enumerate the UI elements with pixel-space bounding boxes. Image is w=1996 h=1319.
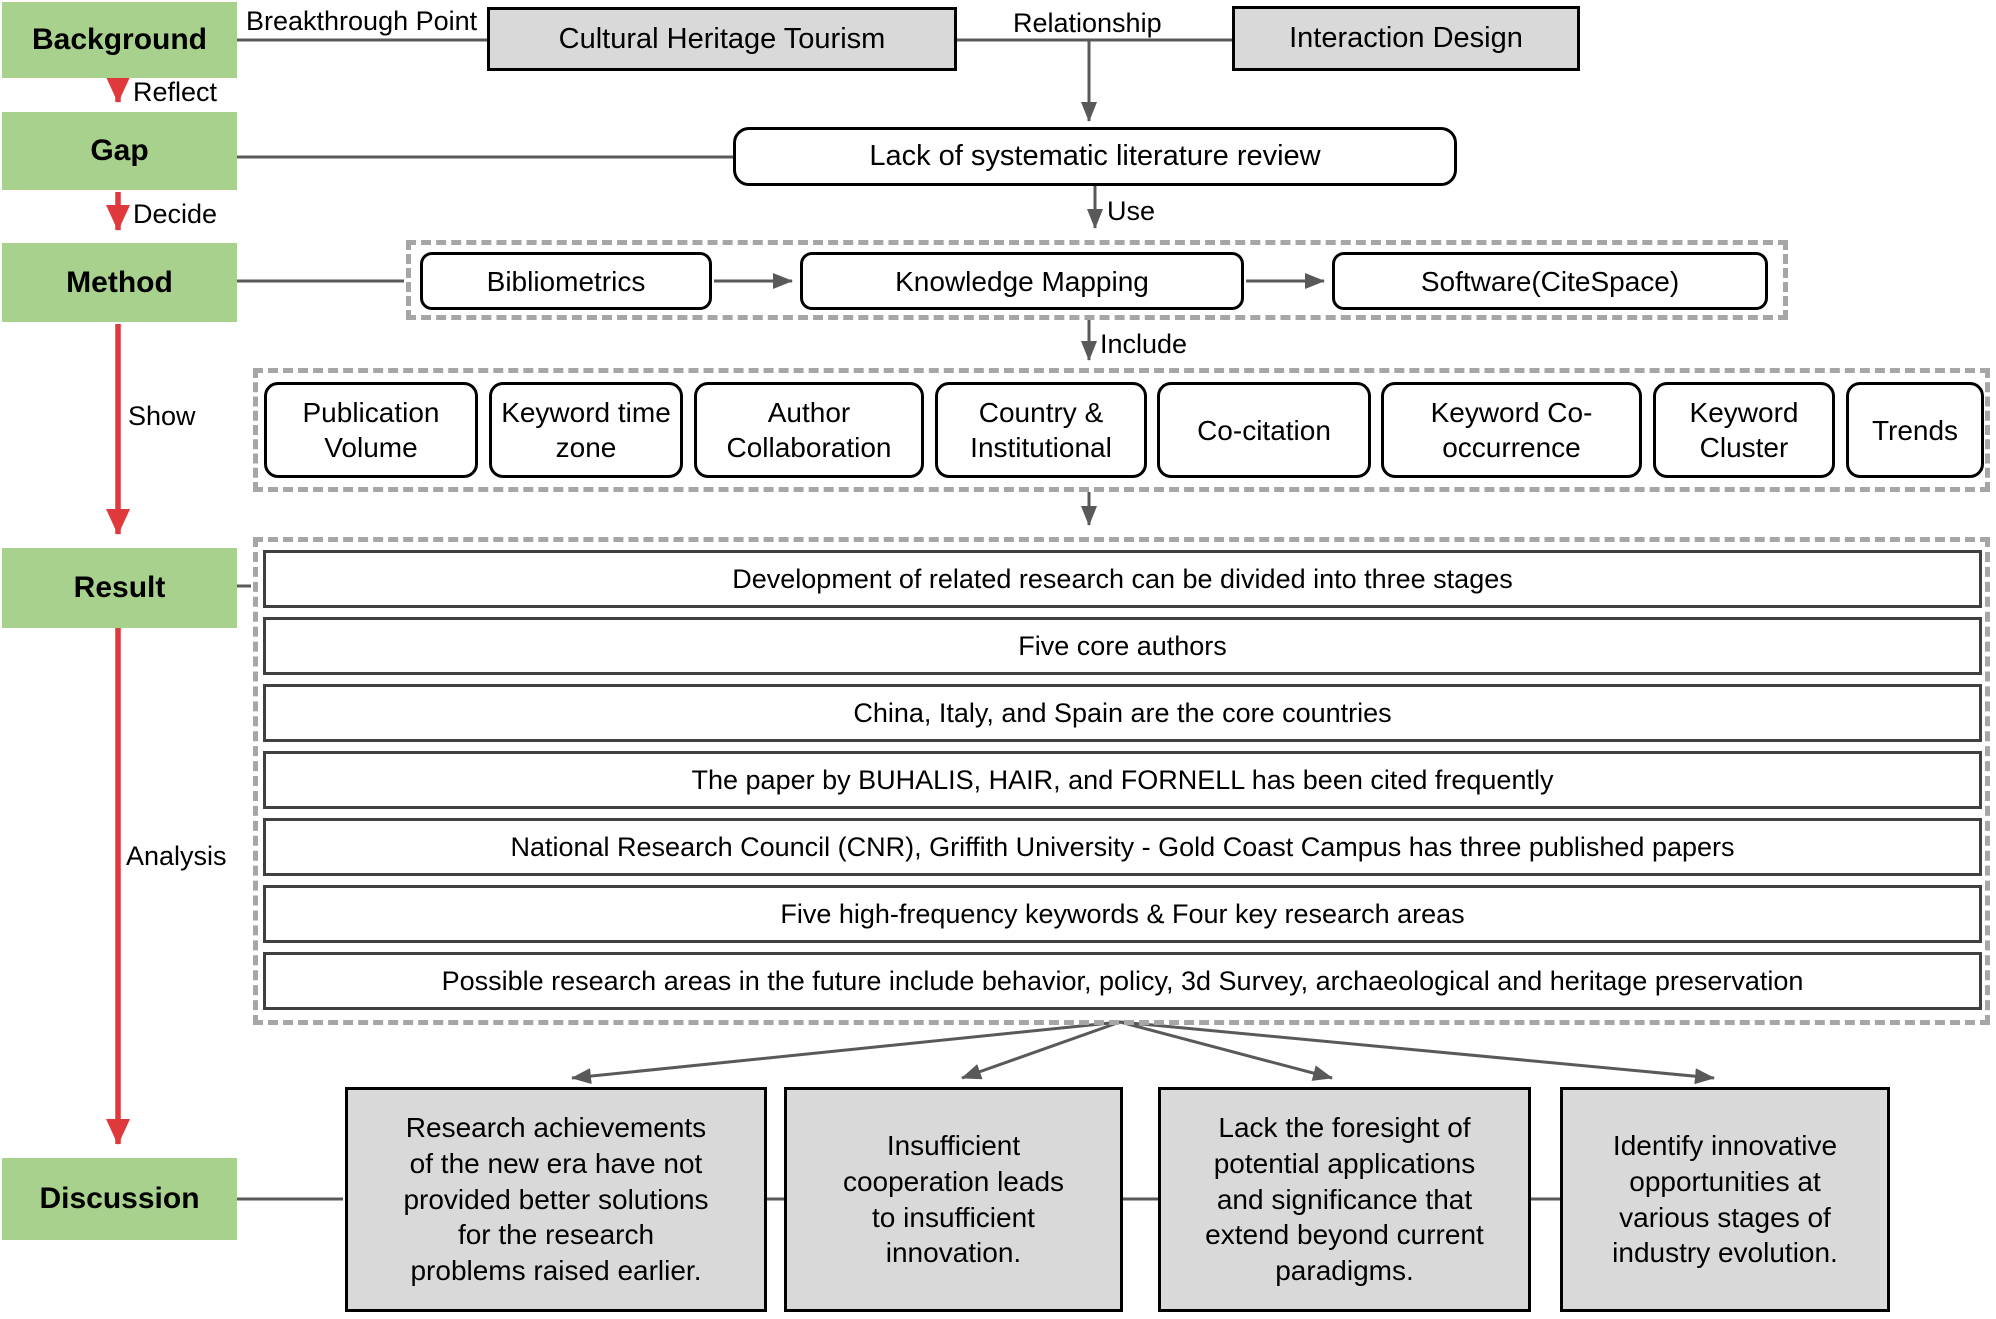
box-keyword-time-zone: Keyword time zone	[489, 382, 683, 478]
label-include: Include	[1100, 329, 1188, 359]
box-cultural-heritage-tourism: Cultural Heritage Tourism	[487, 7, 957, 71]
edge-fan-to-discussion-3	[1119, 1020, 1333, 1081]
stage-result: Result	[2, 548, 237, 628]
label-analysis: Analysis	[126, 841, 227, 871]
box-publication-volume: Publication Volume	[264, 382, 478, 478]
edge-fan-to-discussion-1	[571, 1020, 1121, 1085]
label-decide: Decide	[133, 199, 218, 229]
box-interaction-design: Interaction Design	[1232, 6, 1580, 71]
method-dashed-container	[406, 240, 1788, 320]
result-row-core-authors: Five core authors	[263, 617, 1982, 675]
result-dashed-container	[253, 537, 1990, 1025]
label-breakthrough-point: Breakthrough Point	[246, 6, 478, 36]
result-row-cited-papers: The paper by BUHALIS, HAIR, and FORNELL …	[263, 751, 1982, 809]
discussion-box-lack-foresight: Lack the foresight of potential applicat…	[1158, 1087, 1531, 1312]
result-row-future-areas: Possible research areas in the future in…	[263, 952, 1982, 1010]
edge-fan-to-discussion-4	[1119, 1020, 1715, 1085]
label-use: Use	[1107, 196, 1156, 226]
stage-method: Method	[2, 243, 237, 322]
box-trends: Trends	[1846, 382, 1984, 478]
box-knowledge-mapping: Knowledge Mapping	[800, 252, 1244, 310]
analysis-dashed-container	[253, 368, 1990, 492]
box-software-citespace: Software(CiteSpace)	[1332, 252, 1768, 310]
result-row-institutions: National Research Council (CNR), Griffit…	[263, 818, 1982, 876]
discussion-box-insufficient-cooperation: Insufficient cooperation leads to insuff…	[784, 1087, 1123, 1312]
label-relationship: Relationship	[1013, 8, 1162, 38]
box-keyword-co-occurrence: Keyword Co-occurrence	[1381, 382, 1642, 478]
stage-discussion: Discussion	[2, 1158, 237, 1240]
edge-fan-to-discussion-2	[961, 1020, 1121, 1080]
box-bibliometrics: Bibliometrics	[420, 252, 712, 310]
box-lack-of-review: Lack of systematic literature review	[733, 127, 1457, 186]
stage-gap: Gap	[2, 112, 237, 190]
box-author-collaboration: Author Collaboration	[694, 382, 924, 478]
box-co-citation: Co-citation	[1157, 382, 1371, 478]
discussion-box-research-achievements: Research achievements of the new era hav…	[345, 1087, 767, 1312]
label-show: Show	[128, 401, 196, 431]
stage-background: Background	[2, 2, 237, 78]
label-reflect: Reflect	[133, 77, 218, 107]
box-keyword-cluster: Keyword Cluster	[1653, 382, 1835, 478]
result-row-stages: Development of related research can be d…	[263, 550, 1982, 608]
discussion-box-identify-opportunities: Identify innovative opportunities at var…	[1560, 1087, 1890, 1312]
result-row-core-countries: China, Italy, and Spain are the core cou…	[263, 684, 1982, 742]
box-country-institutional: Country & Institutional	[935, 382, 1147, 478]
result-row-keywords-areas: Five high-frequency keywords & Four key …	[263, 885, 1982, 943]
